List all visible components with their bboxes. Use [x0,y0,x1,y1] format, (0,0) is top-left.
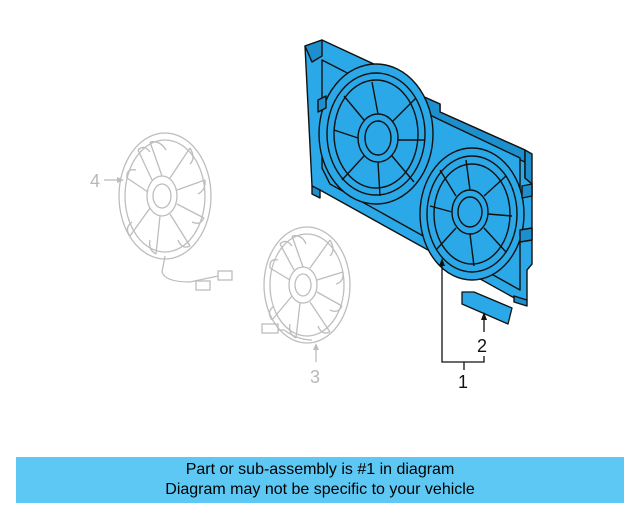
disclaimer-banner: Part or sub-assembly is #1 in diagram Di… [16,457,624,503]
callout-4-label: 4 [90,171,100,191]
fan-shroud-assembly-icon [304,39,533,307]
callout-3-arrow [313,343,319,350]
callout-1-arrow [439,258,445,266]
seal-strip-icon [461,291,513,325]
banner-line-2: Diagram may not be specific to your vehi… [165,481,475,498]
callout-3-label: 3 [310,367,320,387]
fan-motor-4-icon [118,132,233,291]
parts-diagram: 4 3 [90,39,533,392]
callout-2-arrow [481,312,487,320]
callout-1-label: 1 [458,372,468,392]
banner-line-1: Part or sub-assembly is #1 in diagram [185,461,455,478]
callout-1-2-leaders [441,264,485,370]
fan-motor-3-icon [261,226,351,344]
callout-4-arrow [117,177,124,183]
callout-2-label: 2 [477,336,487,356]
